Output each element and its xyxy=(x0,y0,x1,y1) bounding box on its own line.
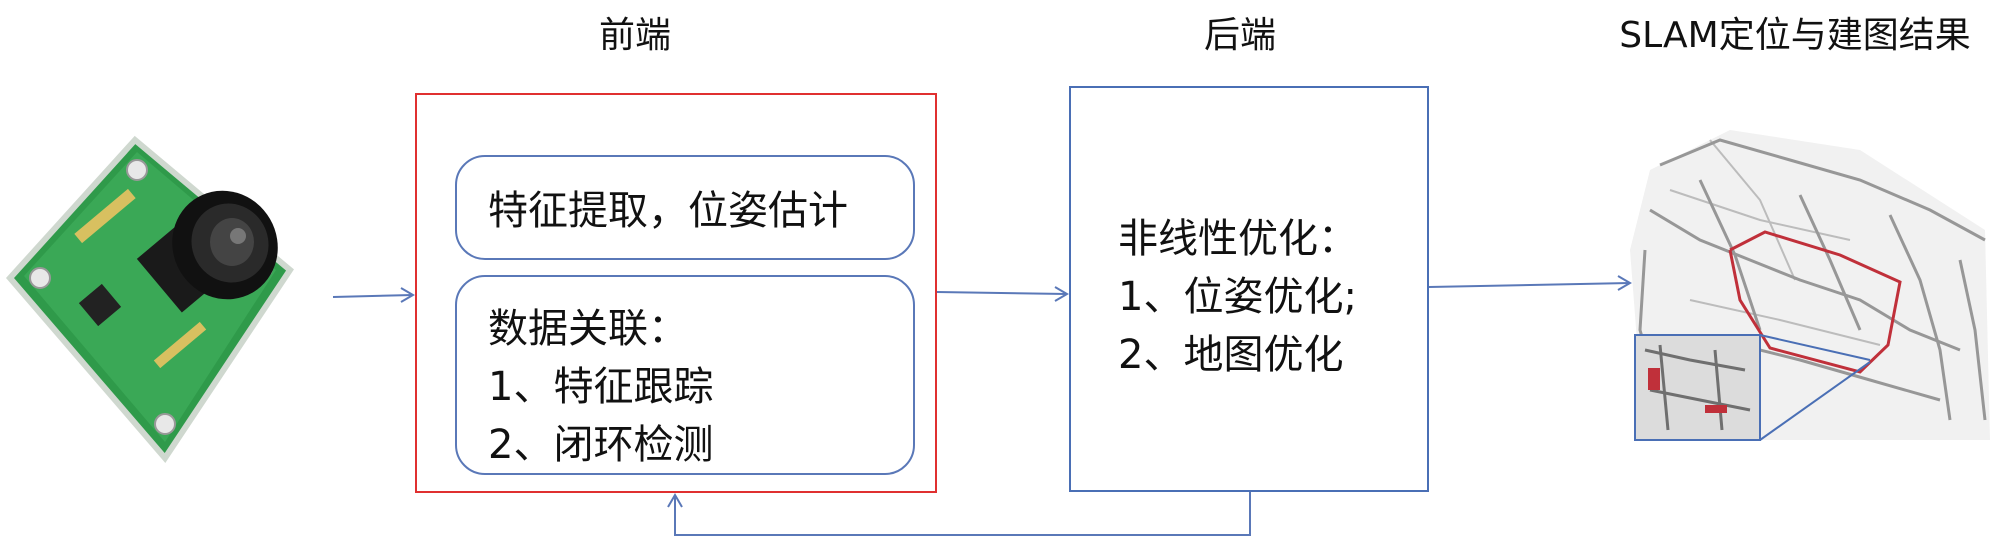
arrow-backend-to-result xyxy=(1429,276,1630,290)
arrow-camera-to-frontend xyxy=(333,288,413,302)
arrow-frontend-to-backend xyxy=(937,287,1067,301)
feedback-arrow-backend-to-frontend xyxy=(668,492,1250,535)
